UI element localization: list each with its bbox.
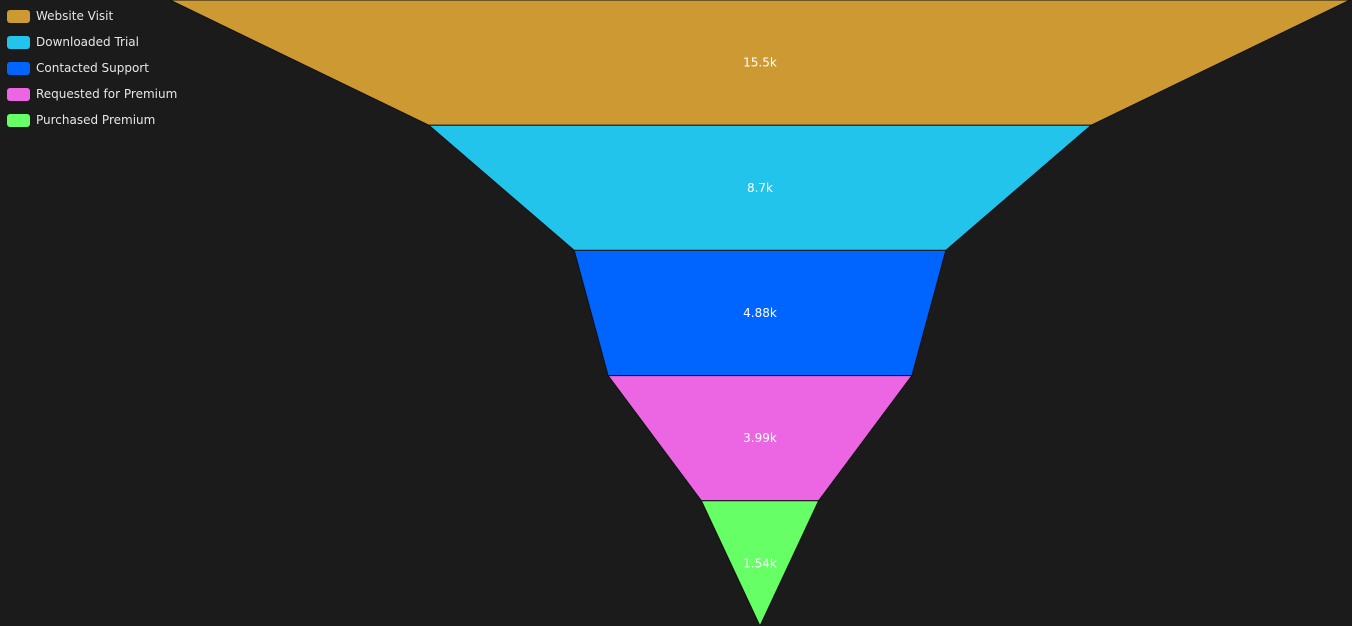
- legend-item-purchased-premium[interactable]: Purchased Premium: [7, 107, 177, 133]
- legend-item-requested-for-premium[interactable]: Requested for Premium: [7, 81, 177, 107]
- legend-swatch: [7, 61, 30, 75]
- legend-label: Downloaded Trial: [36, 35, 139, 49]
- funnel-stage-value-label: 8.7k: [747, 181, 773, 195]
- legend-label: Website Visit: [36, 9, 114, 23]
- legend-item-downloaded-trial[interactable]: Downloaded Trial: [7, 29, 177, 55]
- legend-item-contacted-support[interactable]: Contacted Support: [7, 55, 177, 81]
- legend-swatch: [7, 87, 30, 101]
- legend-item-website-visit[interactable]: Website Visit: [7, 3, 177, 29]
- legend-swatch: [7, 9, 30, 23]
- legend: Website Visit Downloaded Trial Contacted…: [7, 3, 177, 133]
- legend-label: Requested for Premium: [36, 87, 178, 101]
- funnel-stage-value-label: 3.99k: [743, 431, 777, 445]
- funnel-stage-value-label: 4.88k: [743, 306, 777, 320]
- legend-swatch: [7, 113, 30, 127]
- funnel-stage-value-label: 15.5k: [743, 56, 777, 70]
- legend-label: Contacted Support: [36, 61, 149, 75]
- funnel-stage-value-label: 1.54k: [743, 556, 777, 570]
- legend-swatch: [7, 35, 30, 49]
- legend-label: Purchased Premium: [36, 113, 156, 127]
- funnel-stage[interactable]: [700, 500, 820, 626]
